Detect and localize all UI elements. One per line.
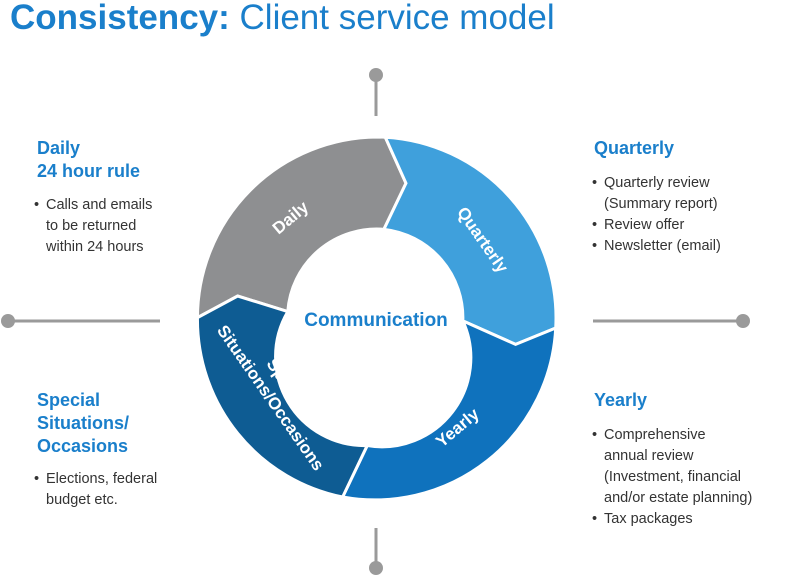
segment-quarterly — [381, 135, 558, 346]
list-item: Tax packages — [592, 509, 752, 530]
daily-bullets: Calls and emails to be returned within 2… — [34, 195, 152, 258]
connectors — [1, 68, 750, 575]
title-bold: Consistency: — [10, 0, 230, 37]
center-label: Communication — [304, 310, 448, 331]
quarterly-bullets: Quarterly review (Summary report) Review… — [592, 173, 721, 257]
special-bullets: Elections, federal budget etc. — [34, 469, 157, 511]
yearly-heading: Yearly — [594, 389, 647, 412]
quarterly-heading-line: Quarterly — [594, 138, 675, 158]
special-heading-line: Special — [37, 390, 101, 410]
connector-left-dot — [1, 314, 15, 328]
title-rest: Client service model — [239, 0, 555, 37]
special-heading-line: Occasions — [37, 436, 129, 456]
list-item: Newsletter (email) — [592, 236, 721, 257]
segment-yearly — [340, 317, 558, 502]
page-title: Consistency: Client service model — [10, 0, 555, 38]
special-heading: Special Situations/ Occasions — [37, 389, 129, 458]
connector-right-dot — [736, 314, 750, 328]
daily-heading-line: Daily — [37, 138, 81, 158]
quarterly-heading: Quarterly — [594, 137, 674, 160]
yearly-heading-line: Yearly — [594, 390, 648, 410]
daily-heading-line: 24 hour rule — [37, 161, 141, 181]
list-item: Review offer — [592, 215, 721, 236]
list-item: Elections, federal budget etc. — [34, 469, 157, 511]
daily-heading: Daily 24 hour rule — [37, 137, 140, 183]
segment-special — [195, 294, 370, 499]
yearly-bullets: Comprehensive annual review (Investment,… — [592, 425, 752, 530]
special-heading-line: Situations/ — [37, 413, 130, 433]
list-item: Comprehensive annual review (Investment,… — [592, 425, 752, 509]
segment-daily — [195, 135, 408, 321]
connector-bottom-dot — [369, 561, 383, 575]
list-item: Calls and emails to be returned within 2… — [34, 195, 152, 258]
connector-top-dot — [369, 68, 383, 82]
list-item: Quarterly review (Summary report) — [592, 173, 721, 215]
